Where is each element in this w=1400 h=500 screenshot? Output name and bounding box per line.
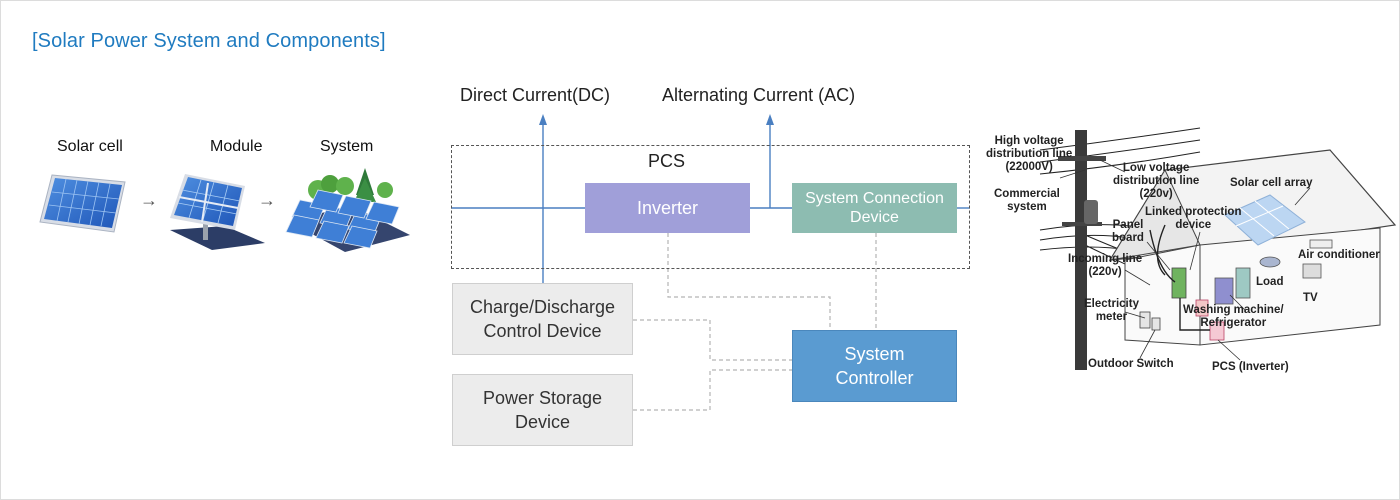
tv-icon	[1302, 263, 1322, 279]
tv-label: TV	[1303, 292, 1318, 304]
solar-cell-icon	[39, 174, 126, 233]
system-icon	[285, 168, 410, 252]
system-controller-label: System Controller	[835, 344, 914, 388]
washing-machine-icon	[1214, 277, 1234, 305]
electricity-meter-icon	[1139, 311, 1151, 329]
load-label: Load	[1256, 276, 1284, 288]
commercial-system-label: Commercial system	[994, 188, 1060, 213]
module-icon	[170, 174, 265, 250]
dc-label: Direct Current(DC)	[460, 85, 611, 105]
figure-title: [Solar Power System and Components]	[32, 30, 386, 52]
pcs-label: PCS	[648, 151, 686, 171]
refrigerator-icon	[1235, 267, 1251, 299]
linked-protection-label: Linked protection device	[1145, 206, 1242, 231]
solar-array-icon	[1224, 194, 1306, 246]
solar-cell-label: Solar cell	[57, 138, 123, 155]
system-connection-box: System Connection Device	[792, 183, 957, 233]
incoming-line-label: Incoming line (220v)	[1068, 253, 1143, 278]
low-voltage-label: Low voltage distribution line (220v)	[1113, 162, 1200, 200]
solar-array-label: Solar cell array	[1230, 177, 1313, 189]
air-conditioner-label: Air conditioner	[1298, 249, 1380, 261]
stage-arrow-2: →	[258, 190, 276, 210]
load-lamp-icon	[1259, 256, 1281, 268]
inverter-box: Inverter	[585, 183, 750, 233]
washing-machine-label: Washing machine/ Refrigerator	[1183, 304, 1284, 329]
inverter-label: Inverter	[636, 198, 699, 218]
utility-pole	[1075, 130, 1087, 370]
outdoor-switch-icon	[1151, 317, 1161, 331]
stage-arrow-1: →	[140, 190, 158, 210]
power-storage-label: Power Storage Device	[482, 388, 603, 432]
panel-board-label: Panel board	[1112, 219, 1144, 244]
system-connection-label: System Connection Device	[805, 190, 944, 226]
charge-discharge-label: Charge/Discharge Control Device	[469, 297, 616, 341]
ac-label: Alternating Current (AC)	[662, 85, 856, 105]
pcs-inverter-label: PCS (Inverter)	[1212, 361, 1289, 373]
system-controller-box: System Controller	[792, 330, 957, 402]
system-label: System	[320, 138, 374, 155]
pcs-inverter-icon	[1209, 321, 1225, 341]
charge-discharge-box: Charge/Discharge Control Device	[452, 283, 633, 355]
module-label: Module	[210, 138, 263, 155]
linked-protection-icon	[1195, 299, 1209, 317]
high-voltage-label: High voltage distribution line (22000V)	[986, 135, 1073, 173]
outdoor-switch-label: Outdoor Switch	[1088, 358, 1174, 370]
air-conditioner-icon	[1309, 239, 1333, 249]
electricity-meter-label: Electricity meter	[1084, 298, 1139, 323]
pcs-frame	[451, 145, 970, 269]
panel-board-icon	[1171, 267, 1187, 299]
power-storage-box: Power Storage Device	[452, 374, 633, 446]
